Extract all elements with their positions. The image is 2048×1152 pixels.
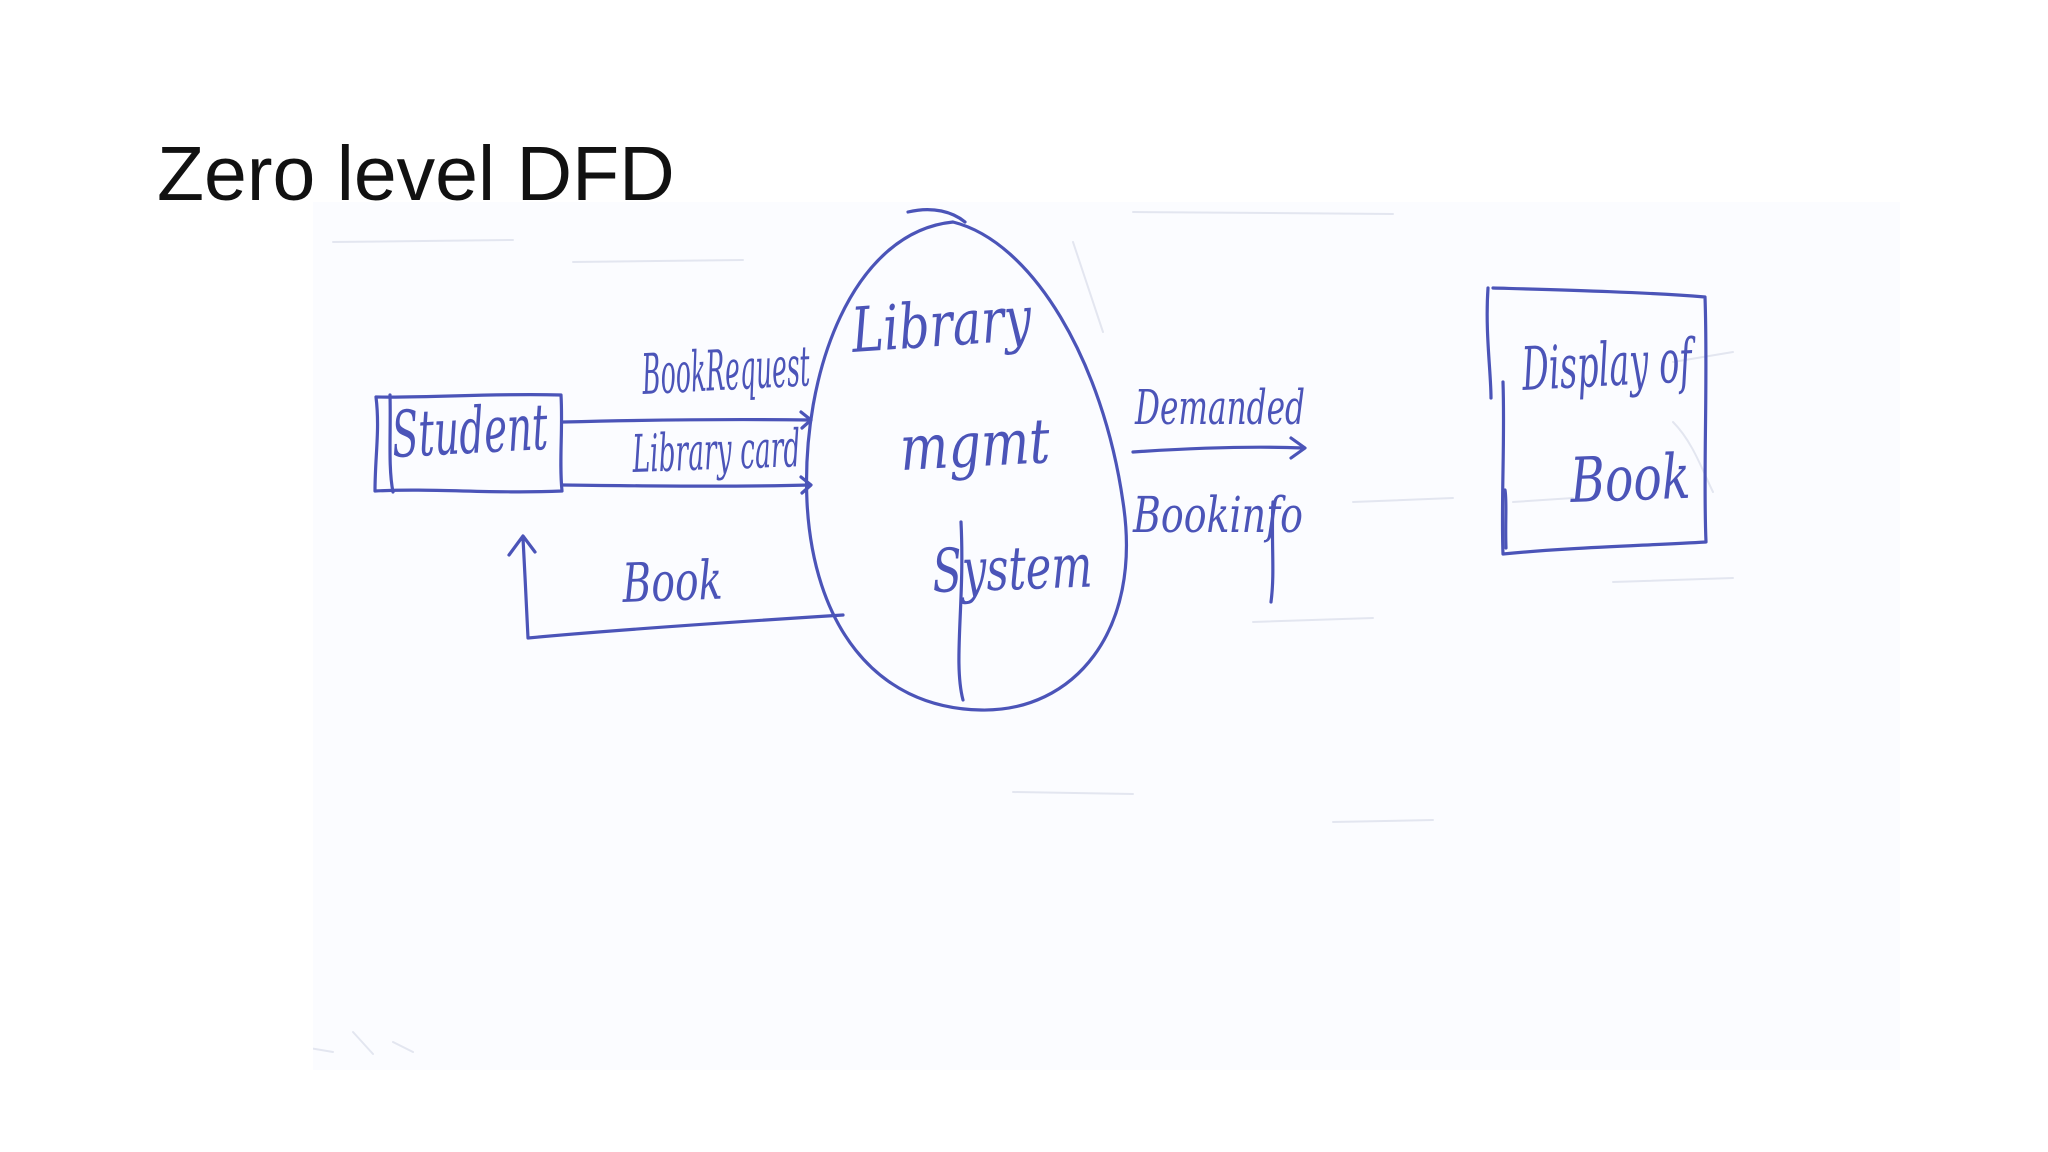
student-label: Student — [390, 391, 550, 473]
scan-bleed-through — [313, 211, 1734, 1055]
flow-label-bookinfo: Bookinfo — [1132, 486, 1303, 544]
display-entity: Display of Book — [1485, 286, 1708, 556]
student-entity: Student — [373, 391, 564, 494]
flow-arrow-card — [561, 483, 812, 488]
display-label-line2: Book — [1568, 440, 1691, 517]
slide-title: Zero level DFD — [157, 131, 675, 204]
process-label-line2: mgmt — [898, 404, 1052, 485]
process-label-line3: System — [931, 531, 1093, 607]
flow-student-to-process: BookRequest Library card — [561, 334, 813, 495]
process-label-line1: Library — [848, 282, 1034, 367]
display-label-line1: Display of — [1520, 326, 1699, 405]
flow-process-to-student: Book — [507, 534, 845, 640]
dfd-diagram: Student BookRequest Library card Book — [313, 208, 1734, 1055]
flow-process-to-display: Demanded Bookinfo — [1131, 380, 1307, 604]
flow-label-book: Book — [621, 549, 724, 615]
flow-label-demanded: Demanded — [1134, 380, 1305, 436]
dfd-scan: Student BookRequest Library card Book — [313, 202, 1900, 1070]
flow-label-book-request: BookRequest — [640, 334, 812, 408]
library-process: Library mgmt System — [804, 208, 1129, 712]
flow-label-library-card: Library card — [631, 419, 802, 485]
flow-arrow-request — [561, 418, 812, 424]
